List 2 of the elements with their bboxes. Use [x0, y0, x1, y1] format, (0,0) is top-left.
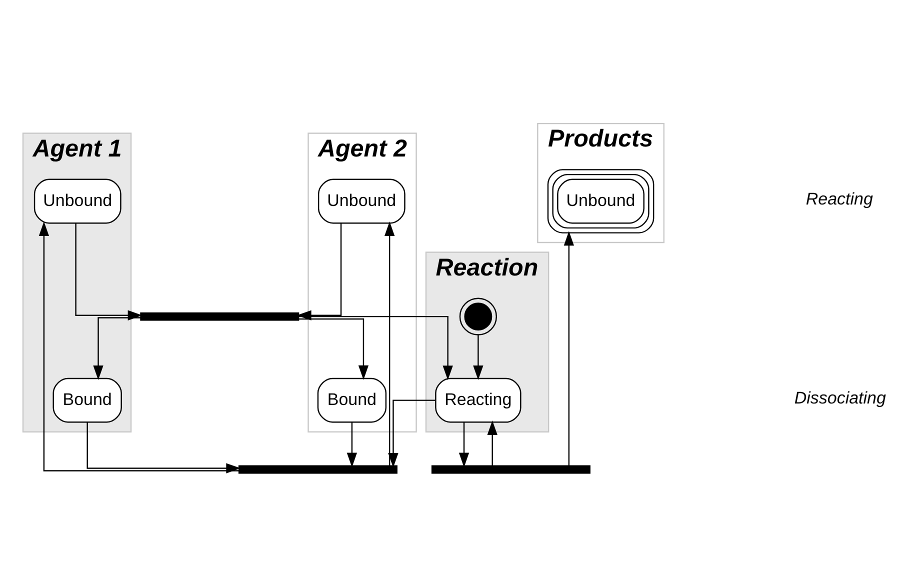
label: Reacting: [806, 189, 873, 208]
label: Dissociating: [794, 388, 886, 408]
